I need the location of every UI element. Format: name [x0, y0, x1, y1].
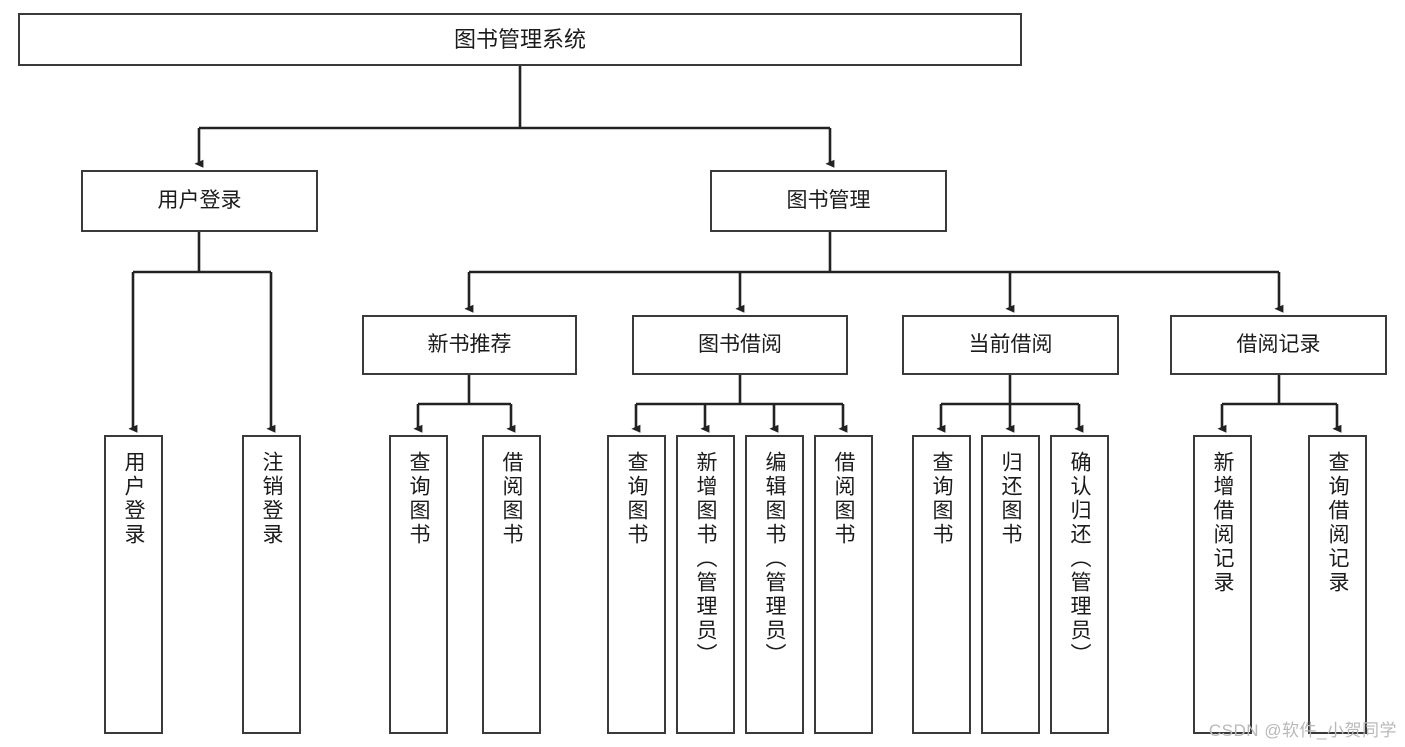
node-leaf-add-book[interactable]: 新增图书（管理员）: [676, 435, 735, 734]
node-label: 借阅图书: [500, 451, 523, 547]
node-label: 查询图书: [407, 451, 430, 547]
node-label: 用户登录: [122, 451, 145, 547]
node-leaf-confirm-return[interactable]: 确认归还（管理员）: [1050, 435, 1109, 734]
node-leaf-query-book-1[interactable]: 查询图书: [389, 435, 448, 734]
node-leaf-query-book-3[interactable]: 查询图书: [912, 435, 971, 734]
node-user-login[interactable]: 用户登录: [81, 170, 318, 232]
node-root-system[interactable]: 图书管理系统: [18, 13, 1022, 66]
node-leaf-query-record[interactable]: 查询借阅记录: [1308, 435, 1367, 734]
node-leaf-query-book-2[interactable]: 查询图书: [607, 435, 666, 734]
watermark-text: CSDN @软件_小贺同学: [1208, 721, 1397, 740]
node-label: 图书管理系统: [453, 26, 586, 52]
node-book-manage[interactable]: 图书管理: [710, 170, 947, 232]
node-leaf-borrow-book-2[interactable]: 借阅图书: [814, 435, 873, 734]
node-label: 当前借阅: [968, 332, 1053, 356]
node-leaf-borrow-book-1[interactable]: 借阅图书: [482, 435, 541, 734]
node-label: 新增图书（管理员）: [694, 451, 717, 667]
node-label: 借阅记录: [1236, 332, 1321, 356]
node-label: 新增借阅记录: [1211, 451, 1234, 595]
node-label: 用户登录: [157, 188, 242, 212]
node-leaf-edit-book[interactable]: 编辑图书（管理员）: [745, 435, 804, 734]
node-label: 查询借阅记录: [1326, 451, 1349, 595]
node-current-borrow[interactable]: 当前借阅: [902, 315, 1119, 375]
node-label: 借阅图书: [832, 451, 855, 547]
node-leaf-return-book[interactable]: 归还图书: [981, 435, 1040, 734]
node-label: 确认归还（管理员）: [1068, 451, 1091, 667]
node-leaf-user-login[interactable]: 用户登录: [104, 435, 163, 734]
node-book-borrow[interactable]: 图书借阅: [632, 315, 848, 375]
node-label: 新书推荐: [427, 332, 512, 356]
node-label: 注销登录: [260, 451, 283, 547]
node-label: 查询图书: [625, 451, 648, 547]
node-label: 图书管理: [786, 188, 871, 212]
node-leaf-add-record[interactable]: 新增借阅记录: [1193, 435, 1252, 734]
node-leaf-logout-login[interactable]: 注销登录: [242, 435, 301, 734]
node-label: 归还图书: [999, 451, 1022, 547]
node-borrow-record[interactable]: 借阅记录: [1170, 315, 1387, 375]
node-label: 编辑图书（管理员）: [763, 451, 786, 667]
node-new-book-recommend[interactable]: 新书推荐: [362, 315, 577, 375]
node-label: 图书借阅: [698, 332, 782, 356]
node-label: 查询图书: [930, 451, 953, 547]
